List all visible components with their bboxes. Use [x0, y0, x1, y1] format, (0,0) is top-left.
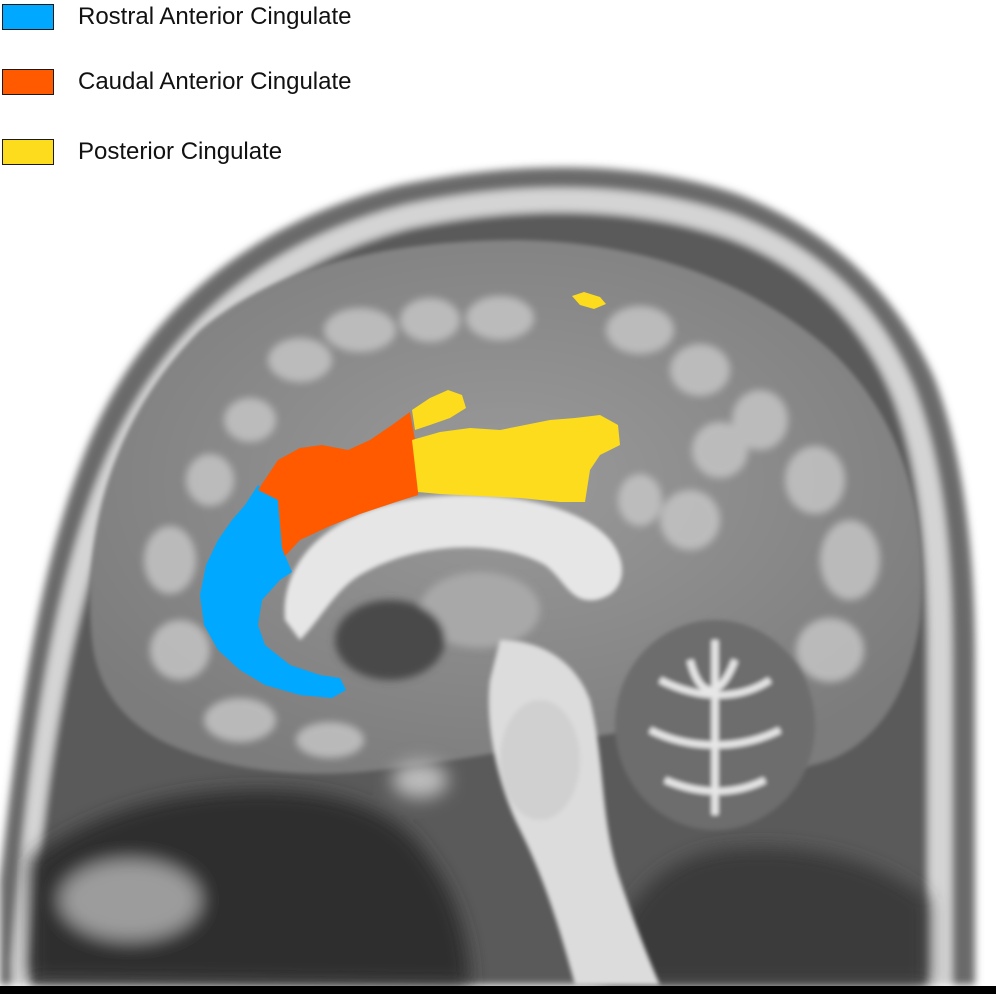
rostral-anterior-cingulate-region	[200, 485, 346, 698]
posterior-cingulate-swatch	[2, 139, 54, 165]
posterior-cingulate-small-region-1	[412, 390, 466, 430]
posterior-cingulate-region	[412, 415, 620, 502]
caudal-anterior-cingulate-label: Caudal Anterior Cingulate	[78, 68, 352, 95]
cerebellum	[615, 620, 815, 830]
legend-item-caudal-anterior-cingulate: Caudal Anterior Cingulate	[2, 68, 502, 101]
gyri	[144, 296, 880, 758]
thalamus	[335, 572, 540, 680]
legend-item-posterior-cingulate: Posterior Cingulate	[2, 138, 502, 171]
caudal-anterior-cingulate-swatch	[2, 69, 54, 95]
posterior-cingulate-small-region-2	[572, 292, 606, 309]
brainstem	[488, 640, 660, 985]
posterior-cingulate-label: Posterior Cingulate	[78, 138, 283, 165]
legend: Rostral Anterior Cingulate Caudal Anteri…	[0, 0, 520, 190]
rostral-anterior-cingulate-label: Rostral Anterior Cingulate	[78, 3, 352, 30]
rostral-anterior-cingulate-swatch	[2, 4, 54, 30]
corpus-callosum	[284, 495, 622, 640]
legend-item-rostral-anterior-cingulate: Rostral Anterior Cingulate	[2, 3, 502, 36]
skull-base	[30, 762, 928, 985]
bottom-border	[0, 986, 996, 994]
caudal-anterior-cingulate-region	[258, 412, 418, 556]
